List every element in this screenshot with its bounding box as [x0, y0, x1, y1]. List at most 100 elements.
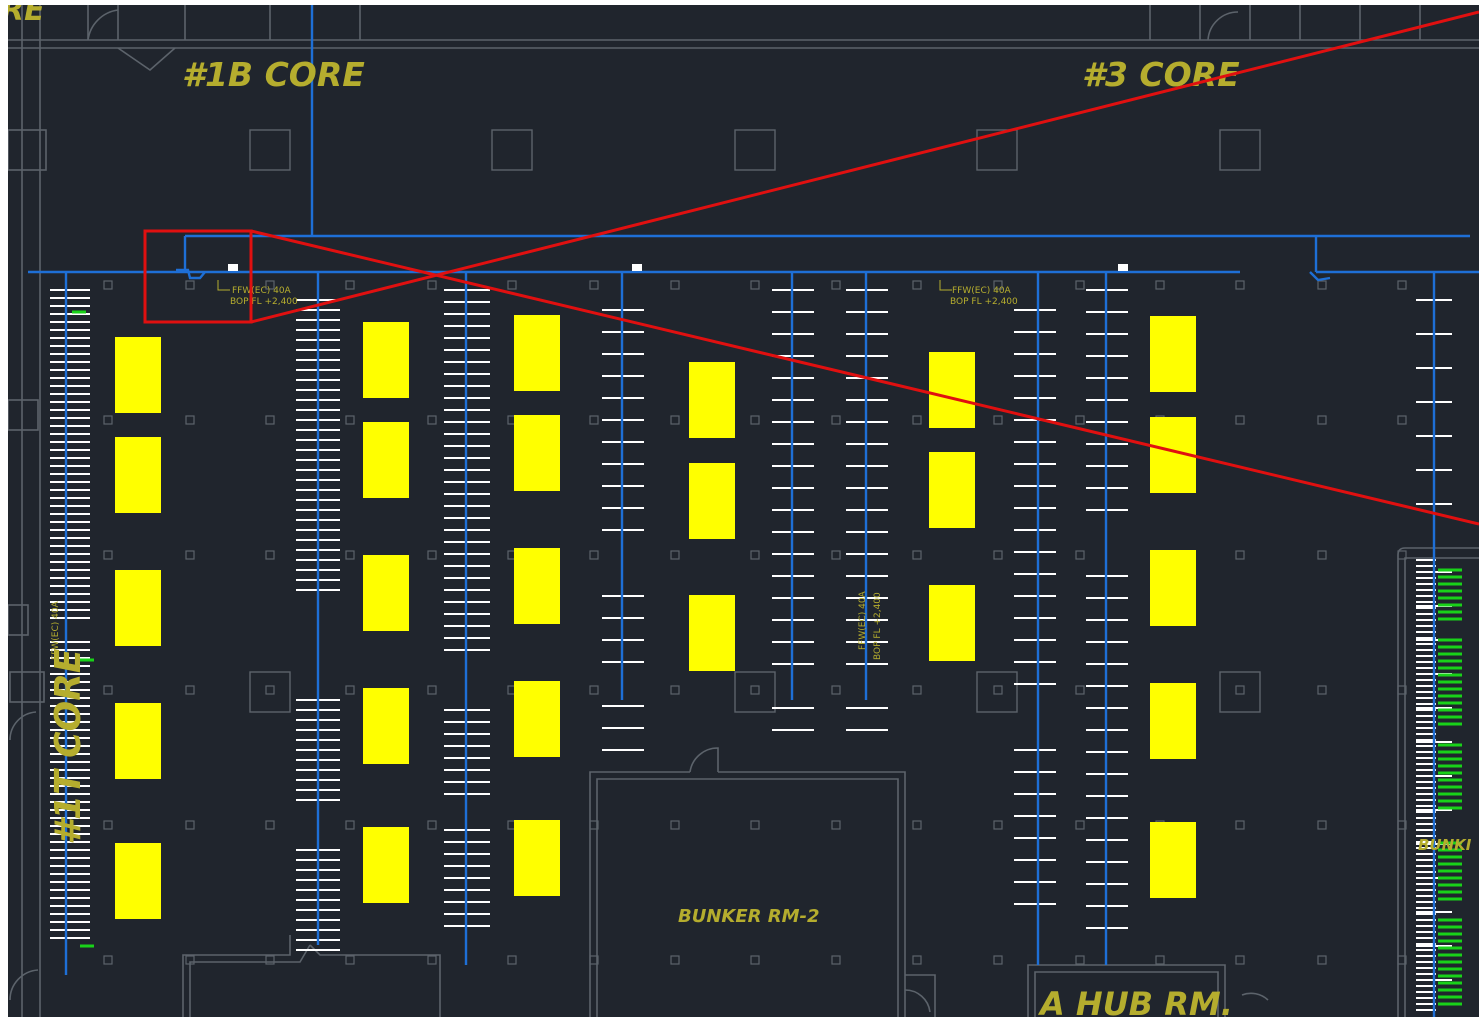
callout-line-lower: [250, 229, 1479, 526]
rack-block: [1150, 550, 1196, 626]
column-box: [734, 129, 776, 171]
grid-marker: [345, 820, 355, 830]
sprinkler-branch-lines: [64, 272, 1436, 1017]
column-box: [249, 129, 291, 171]
grid-marker: [670, 415, 680, 425]
callout-markup: [143, 10, 1479, 526]
rack-block: [514, 315, 560, 391]
grid-marker: [1155, 280, 1165, 290]
grid-marker: [831, 280, 841, 290]
rack-block: [514, 681, 560, 757]
pipe-note-2-line2: BOP FL +2,400: [950, 297, 1018, 307]
grid-marker: [103, 280, 113, 290]
storage-racks: [115, 315, 1196, 919]
grid-marker: [831, 955, 841, 965]
grid-marker: [589, 685, 599, 695]
grid-marker: [1235, 550, 1245, 560]
grid-marker: [750, 955, 760, 965]
grid-marker: [750, 685, 760, 695]
rack-block: [514, 548, 560, 624]
grid-marker: [1075, 415, 1085, 425]
rack-block: [514, 820, 560, 896]
column-box: [491, 129, 533, 171]
rack-block: [115, 843, 161, 919]
grid-marker: [1235, 415, 1245, 425]
vertical-pipe-note-2: BOP FL +2,400: [873, 592, 883, 660]
grid-marker: [750, 820, 760, 830]
grid-marker: [589, 955, 599, 965]
grid-marker: [427, 685, 437, 695]
rack-block: [1150, 822, 1196, 898]
grid-marker: [993, 955, 1003, 965]
grid-marker: [993, 820, 1003, 830]
grid-marker: [589, 550, 599, 560]
grid-marker: [750, 415, 760, 425]
grid-marker: [993, 685, 1003, 695]
sprinkler-heads: [228, 264, 1128, 271]
grid-marker: [265, 550, 275, 560]
core-3-label: #3 CORE: [1082, 55, 1240, 94]
core-1b-label: #1B CORE: [182, 55, 365, 94]
grid-marker: [670, 550, 680, 560]
grid-marker: [103, 820, 113, 830]
rack-block: [1150, 683, 1196, 759]
hub-room-label: A HUB RM.: [1037, 985, 1233, 1017]
grid-marker: [427, 415, 437, 425]
grid-marker: [1235, 955, 1245, 965]
grid-marker: [345, 550, 355, 560]
grid-marker: [993, 415, 1003, 425]
grid-marker: [185, 955, 195, 965]
grid-marker: [185, 280, 195, 290]
grid-marker: [1317, 820, 1327, 830]
bunker-right-label: BUNKI: [1418, 836, 1472, 854]
grid-marker: [265, 415, 275, 425]
rack-block: [689, 362, 735, 438]
grid-marker: [427, 280, 437, 290]
column-box: [976, 129, 1018, 171]
grid-marker: [185, 685, 195, 695]
pipe-note-1-line2: BOP FL +2,400: [230, 297, 298, 307]
grid-marker: [103, 550, 113, 560]
grid-marker: [1155, 955, 1165, 965]
grid-marker: [1397, 550, 1407, 560]
grid-marker: [750, 280, 760, 290]
column-box: [1219, 129, 1261, 171]
grid-marker: [1317, 280, 1327, 290]
pipe-note-2-line1: FFW(EC) 40A: [952, 286, 1012, 296]
grid-marker: [670, 820, 680, 830]
grid-marker: [185, 820, 195, 830]
callout-line-upper: [250, 10, 1479, 324]
grid-marker: [1317, 685, 1327, 695]
grid-marker: [589, 415, 599, 425]
grid-marker: [912, 415, 922, 425]
rack-block: [363, 555, 409, 631]
grid-marker: [831, 685, 841, 695]
column-box: [1219, 671, 1261, 713]
grid-marker: [1397, 820, 1407, 830]
grid-marker: [345, 685, 355, 695]
grid-marker: [912, 550, 922, 560]
grid-marker: [993, 550, 1003, 560]
grid-marker: [1075, 280, 1085, 290]
grid-marker: [1397, 955, 1407, 965]
grid-marker: [912, 820, 922, 830]
grid-marker: [831, 415, 841, 425]
grid-marker: [1075, 820, 1085, 830]
highlight-box[interactable]: [143, 229, 253, 324]
grid-marker: [993, 280, 1003, 290]
grid-marker: [1317, 550, 1327, 560]
grid-marker: [1235, 685, 1245, 695]
rack-block: [689, 463, 735, 539]
rack-block: [929, 452, 975, 528]
grid-marker: [427, 550, 437, 560]
grid-marker: [670, 685, 680, 695]
rack-block: [115, 437, 161, 513]
grid-marker: [670, 280, 680, 290]
drawing-canvas: [8, 5, 1479, 1017]
grid-marker: [912, 955, 922, 965]
grid-marker: [670, 955, 680, 965]
grid-marker: [427, 820, 437, 830]
grid-marker: [345, 280, 355, 290]
